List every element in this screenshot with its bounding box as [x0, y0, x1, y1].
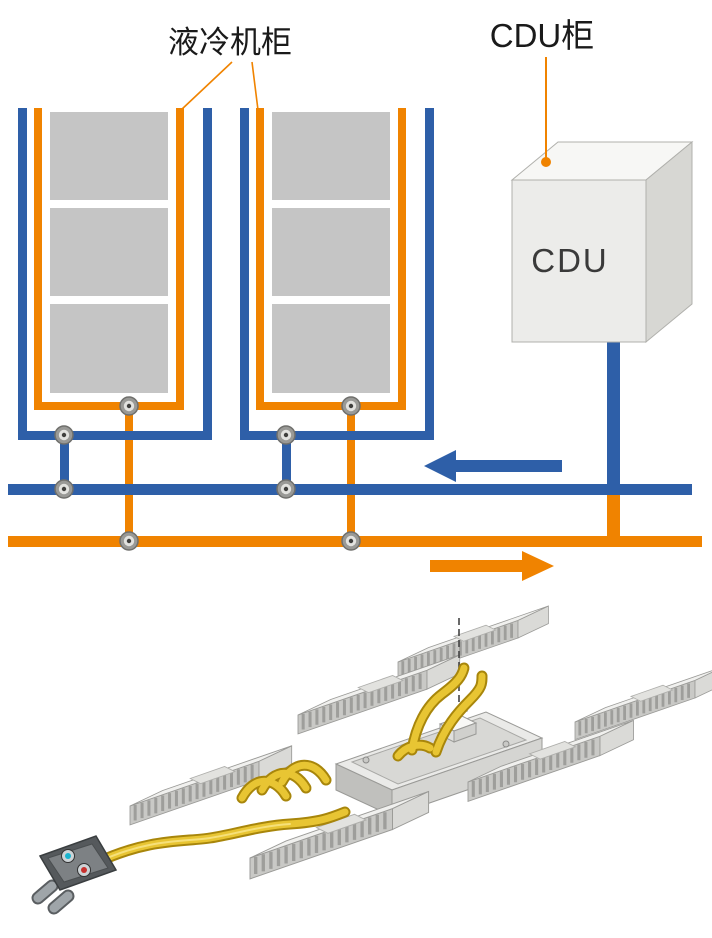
quick-connector — [31, 835, 118, 915]
valve-icon — [54, 425, 74, 445]
cdu-supply-riser — [607, 342, 620, 489]
flow-arrow-left-icon — [424, 450, 562, 482]
callouts: 液冷机柜 CDU柜 — [168, 17, 594, 167]
valve-icon — [119, 396, 139, 416]
valve-icon — [119, 531, 139, 551]
cabinet1-blue-loop — [18, 108, 212, 489]
cdu-cabinet-label: CDU柜 — [490, 17, 595, 54]
server-node-illustration — [31, 604, 712, 915]
valve-icon — [276, 479, 296, 499]
rack-cabinet-label: 液冷机柜 — [168, 25, 292, 60]
coolant-tray — [334, 708, 544, 817]
cdu-unit: CDU — [510, 140, 694, 344]
cdu-box-label: CDU — [531, 242, 609, 279]
cabinet1-return-drop — [125, 406, 133, 546]
cdu-return-riser — [607, 484, 620, 541]
cabinet2-orange-loop — [256, 108, 406, 546]
server-block — [50, 112, 168, 200]
rack-cabinet-2 — [240, 108, 434, 546]
valve-icon — [341, 531, 361, 551]
cabinet2-supply-drop — [282, 435, 291, 489]
server-block — [272, 208, 390, 296]
cyan-port-icon — [65, 853, 71, 859]
cabinet1-supply-drop — [60, 435, 69, 489]
flow-arrow-right-icon — [430, 551, 554, 581]
cabinet2-blue-loop — [240, 108, 434, 489]
server-block — [272, 112, 390, 200]
connector-pin — [33, 881, 57, 903]
connector-pin — [49, 891, 73, 913]
valve-icon — [341, 396, 361, 416]
red-port-icon — [81, 867, 87, 873]
server-block — [50, 304, 168, 393]
cabinet1-orange-loop — [34, 108, 184, 546]
valve-icon — [276, 425, 296, 445]
coolant-tubes — [92, 662, 488, 868]
label-leader-line — [180, 61, 233, 111]
valve-icon — [54, 479, 74, 499]
label-leader-line — [251, 61, 259, 111]
blade-module — [573, 664, 712, 741]
server-block — [272, 304, 390, 393]
leader-dot-icon — [541, 157, 551, 167]
cabinet2-return-drop — [347, 406, 355, 546]
coolant-tube — [432, 672, 486, 756]
supply-main-pipe — [8, 484, 692, 495]
blade-module — [248, 789, 431, 881]
coolant-tube — [408, 664, 468, 754]
top-schematic: CDU 液冷机柜 CDU柜 — [8, 17, 702, 581]
screw-icon — [362, 756, 370, 764]
coolant-tube — [278, 761, 330, 786]
screw-icon — [502, 740, 510, 748]
server-block — [50, 208, 168, 296]
rack-cabinet-1 — [18, 108, 212, 546]
coolant-tube — [394, 741, 434, 760]
